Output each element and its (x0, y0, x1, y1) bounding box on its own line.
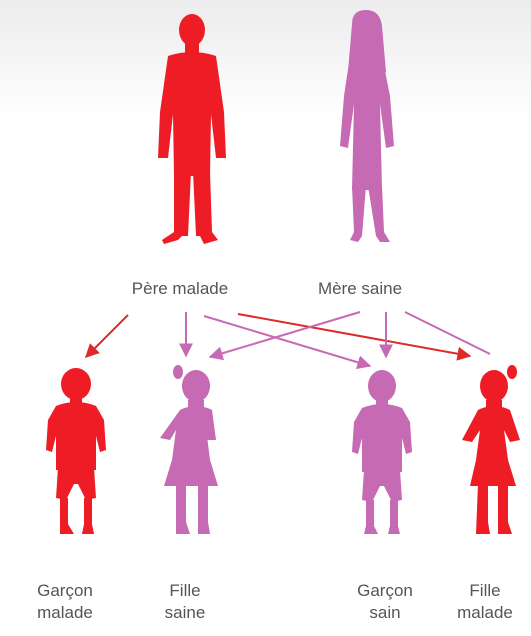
child-label-girl-affected: Fille malade (440, 580, 530, 624)
arrow-father-to-boy-affected (86, 315, 128, 357)
girl-affected-silhouette-icon (462, 365, 520, 534)
child-label-line1: Fille (440, 580, 530, 602)
boy-affected-silhouette-icon (46, 368, 106, 534)
child-label-line1: Fille (140, 580, 230, 602)
child-label-boy-affected: Garçon malade (20, 580, 110, 624)
father-silhouette-icon (158, 14, 226, 244)
child-label-line2: sain (340, 602, 430, 624)
arrow-mother-to-girl-healthy (210, 312, 360, 357)
child-label-line2: malade (20, 602, 110, 624)
father-label: Père malade (110, 278, 250, 300)
child-label-line2: saine (140, 602, 230, 624)
child-label-girl-healthy: Fille saine (140, 580, 230, 624)
child-label-boy-healthy: Garçon sain (340, 580, 430, 624)
arrows (86, 312, 490, 366)
line-mother-to-girl-affected (405, 312, 490, 354)
girl-healthy-silhouette-icon (160, 365, 218, 534)
mother-label: Mère saine (290, 278, 430, 300)
boy-healthy-silhouette-icon (352, 370, 412, 534)
mother-silhouette-icon (340, 10, 394, 242)
child-label-line1: Garçon (340, 580, 430, 602)
child-label-line1: Garçon (20, 580, 110, 602)
arrow-father-to-girl-affected (238, 314, 470, 356)
child-label-line2: malade (440, 602, 530, 624)
